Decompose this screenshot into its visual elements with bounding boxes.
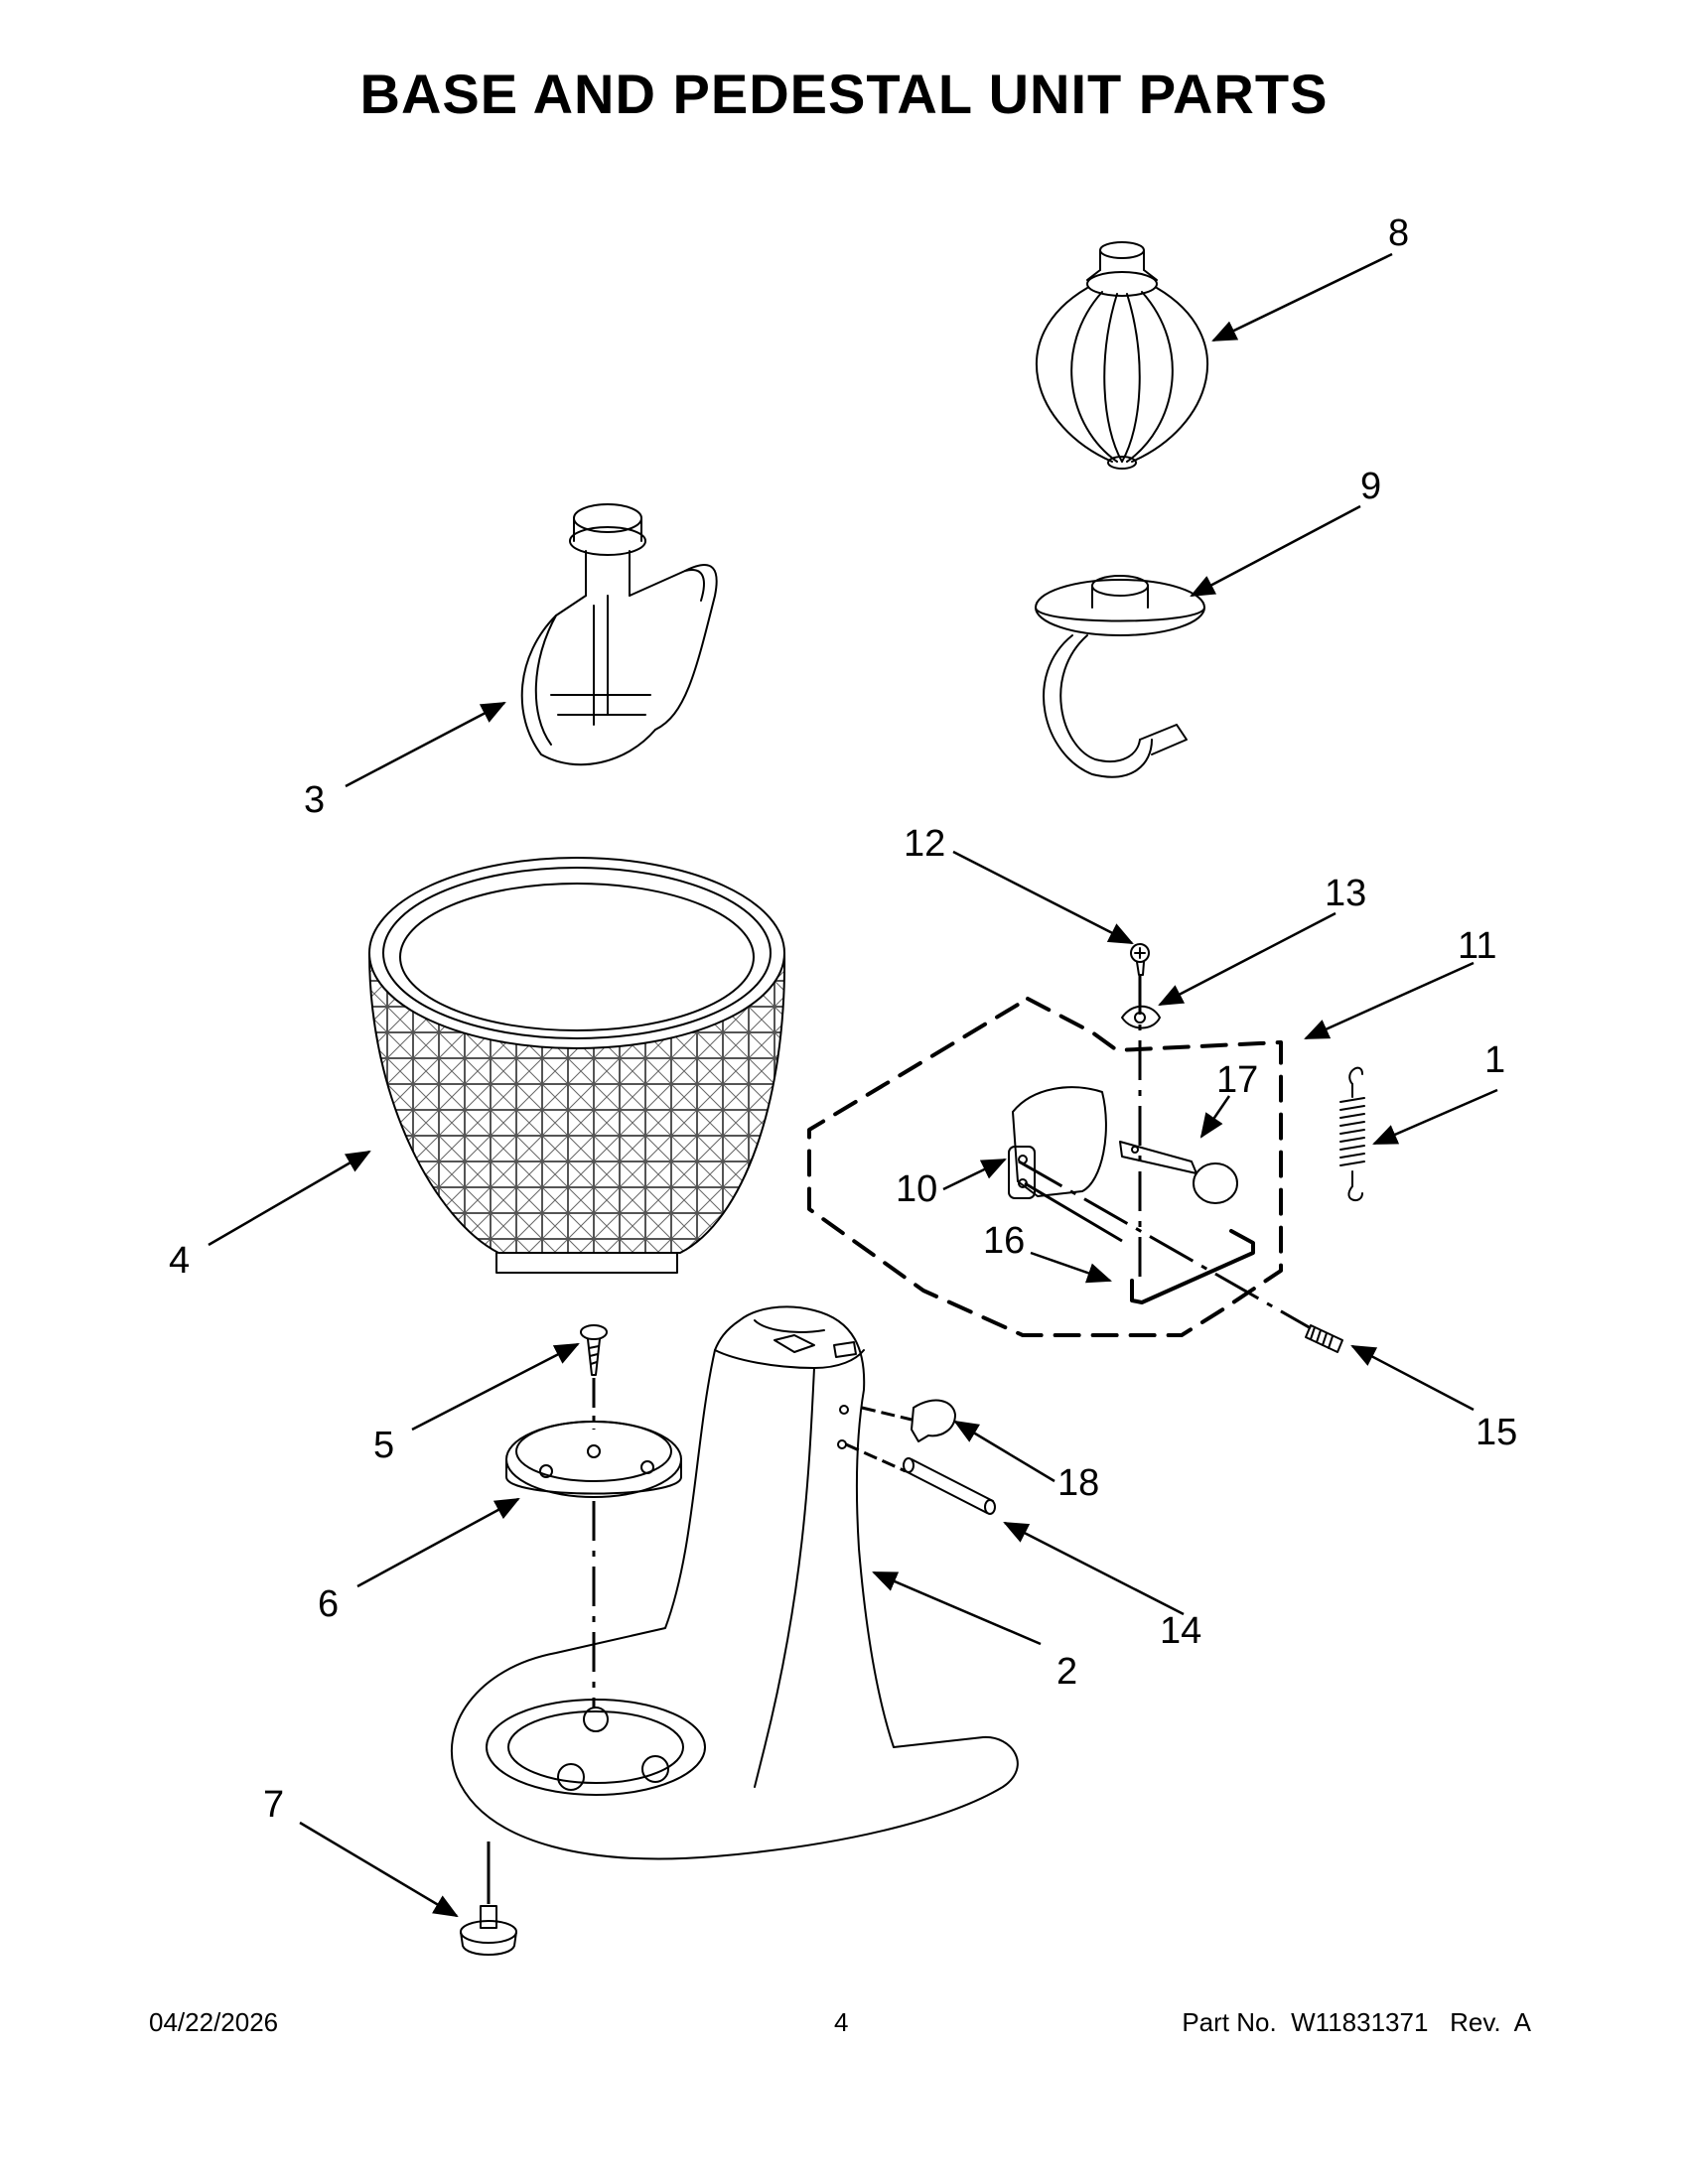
assembly-lines (487, 975, 1312, 1904)
callout-label: 5 (373, 1425, 394, 1466)
wire-whip-illustration (1035, 241, 1209, 470)
clip-illustration (911, 1399, 956, 1442)
callout-label: 4 (169, 1240, 190, 1282)
callout-label: 13 (1325, 873, 1366, 914)
callout-label: 7 (263, 1784, 284, 1826)
callout-label: 9 (1360, 466, 1381, 507)
callout-label: 18 (1057, 1462, 1099, 1504)
callout-label: 17 (1216, 1059, 1258, 1101)
lock-assembly-boundary (807, 997, 1283, 1337)
u-rod-illustration (1130, 1229, 1255, 1304)
pedestal-base-illustration (451, 1305, 1019, 1860)
dough-hook-illustration (1035, 575, 1205, 778)
footer-date: 04/22/2026 (149, 2007, 279, 2037)
bowl-illustration (368, 857, 786, 1274)
callout-label: 10 (896, 1168, 937, 1210)
callout-label: 6 (318, 1583, 339, 1625)
screw-illustration (580, 1324, 608, 1376)
lever-link-illustration (1119, 1141, 1238, 1204)
callout-label: 14 (1160, 1610, 1201, 1652)
flat-beater-illustration (520, 503, 718, 766)
callout-label: 2 (1056, 1651, 1077, 1693)
leader-arrows (208, 252, 1498, 1918)
callout-label: 12 (904, 823, 945, 865)
bowl-clamp-plate-illustration (505, 1421, 682, 1498)
lock-lever-illustration (1008, 1086, 1107, 1199)
screw-12-illustration (1130, 943, 1150, 976)
callout-label: 16 (983, 1220, 1025, 1262)
spring-illustration (1339, 1066, 1365, 1202)
callout-label: 15 (1476, 1412, 1517, 1453)
callout-label: 8 (1388, 212, 1409, 254)
callout-label: 3 (304, 779, 325, 821)
foot-illustration (460, 1905, 517, 1956)
rod-15-illustration (1305, 1324, 1343, 1353)
callout-label: 11 (1458, 925, 1496, 967)
hinge-pin-illustration (903, 1457, 996, 1515)
callout-labels: 8 9 3 4 5 6 7 2 14 18 15 1 11 13 12 10 1… (169, 212, 1517, 1826)
page-title: BASE AND PEDESTAL UNIT PARTS (359, 63, 1329, 125)
callout-label: 1 (1484, 1039, 1505, 1081)
footer-part-number: Part No. W11831371 Rev. A (1182, 2007, 1531, 2037)
footer-page-number: 4 (834, 2007, 849, 2037)
